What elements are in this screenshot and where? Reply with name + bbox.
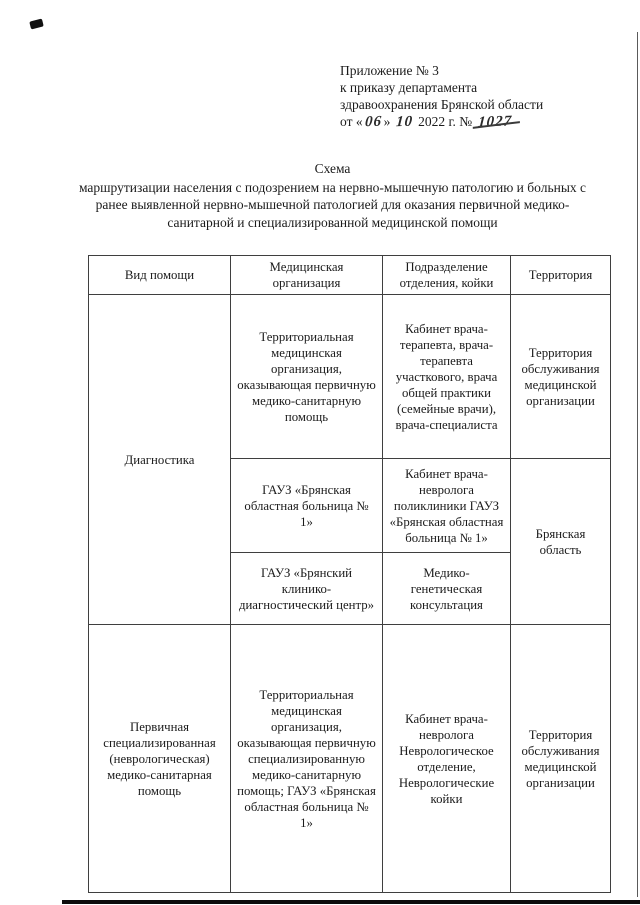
cell-territorial-specialized-org: Территориальная медицинская организация,… bbox=[230, 624, 383, 893]
cell-primary-specialized-aid: Первичная специализированная (неврологич… bbox=[88, 624, 231, 893]
handwritten-month: 10 bbox=[395, 113, 414, 131]
scan-artifact-top-left bbox=[29, 18, 44, 30]
date-prefix: от « bbox=[340, 114, 363, 129]
cell-genetic-consultation: Медико-генетическая консультация bbox=[382, 552, 511, 625]
cell-diagnostics: Диагностика bbox=[88, 294, 231, 625]
table-row: ГАУЗ «Брянский клинико-диагностический ц… bbox=[89, 552, 611, 625]
header-aid-type: Вид помощи bbox=[88, 255, 231, 295]
schema-subtitle: маршрутизации населения с подозрением на… bbox=[78, 179, 587, 230]
table-row: Диагностика Территориальная медицинская … bbox=[88, 294, 611, 625]
handwritten-day: 06 bbox=[364, 113, 383, 131]
handwritten-order-number: 1027 bbox=[475, 113, 514, 131]
cell-gauz-diagnostic-center: ГАУЗ «Брянский клинико-диагностический ц… bbox=[230, 552, 383, 625]
schema-title: Схема bbox=[314, 161, 351, 176]
date-close-quote: » bbox=[383, 114, 391, 129]
table-header-row: Вид помощи Медицинская организация Подра… bbox=[88, 255, 611, 295]
header-medical-organization: Медицинская организация bbox=[230, 255, 383, 295]
cell-neurologist-office: Кабинет врача-невролога поликлиники ГАУЗ… bbox=[382, 458, 511, 553]
cell-neurology-department: Кабинет врача-невролога Неврологическое … bbox=[382, 624, 511, 893]
cell-territory-service-1: Территория обслуживания медицинской орга… bbox=[510, 294, 611, 459]
appendix-header: Приложение № 3 к приказу департамента зд… bbox=[340, 62, 610, 131]
scan-artifact-bottom-edge bbox=[62, 900, 640, 904]
appendix-line-2: к приказу департамента bbox=[340, 80, 478, 95]
document-title-block: Схема маршрутизации населения с подозрен… bbox=[70, 160, 595, 231]
cell-therapist-office: Кабинет врача-терапевта, врача-терапевта… bbox=[382, 294, 511, 459]
cell-gauz-regional-hospital: ГАУЗ «Брянская областная больница № 1» bbox=[230, 458, 383, 553]
appendix-line-1: Приложение № 3 bbox=[340, 63, 439, 78]
appendix-line-3: здравоохранения Брянской области bbox=[340, 97, 544, 112]
cell-territorial-org: Территориальная медицинская организация,… bbox=[230, 294, 383, 459]
cell-bryansk-region: Брянская область bbox=[510, 458, 611, 625]
routing-table: Вид помощи Медицинская организация Подра… bbox=[88, 255, 611, 893]
scan-artifact-right-edge bbox=[636, 32, 638, 897]
order-date-line: от «06» 10 2022 г. № 1027 bbox=[340, 113, 610, 131]
cell-territory-service-2: Территория обслуживания медицинской орга… bbox=[510, 624, 611, 893]
header-territory: Территория bbox=[510, 255, 611, 295]
header-subdivision: Подразделение отделения, койки bbox=[382, 255, 511, 295]
table-row: Первичная специализированная (неврологич… bbox=[88, 624, 611, 893]
date-year-label: 2022 г. № bbox=[418, 114, 473, 129]
